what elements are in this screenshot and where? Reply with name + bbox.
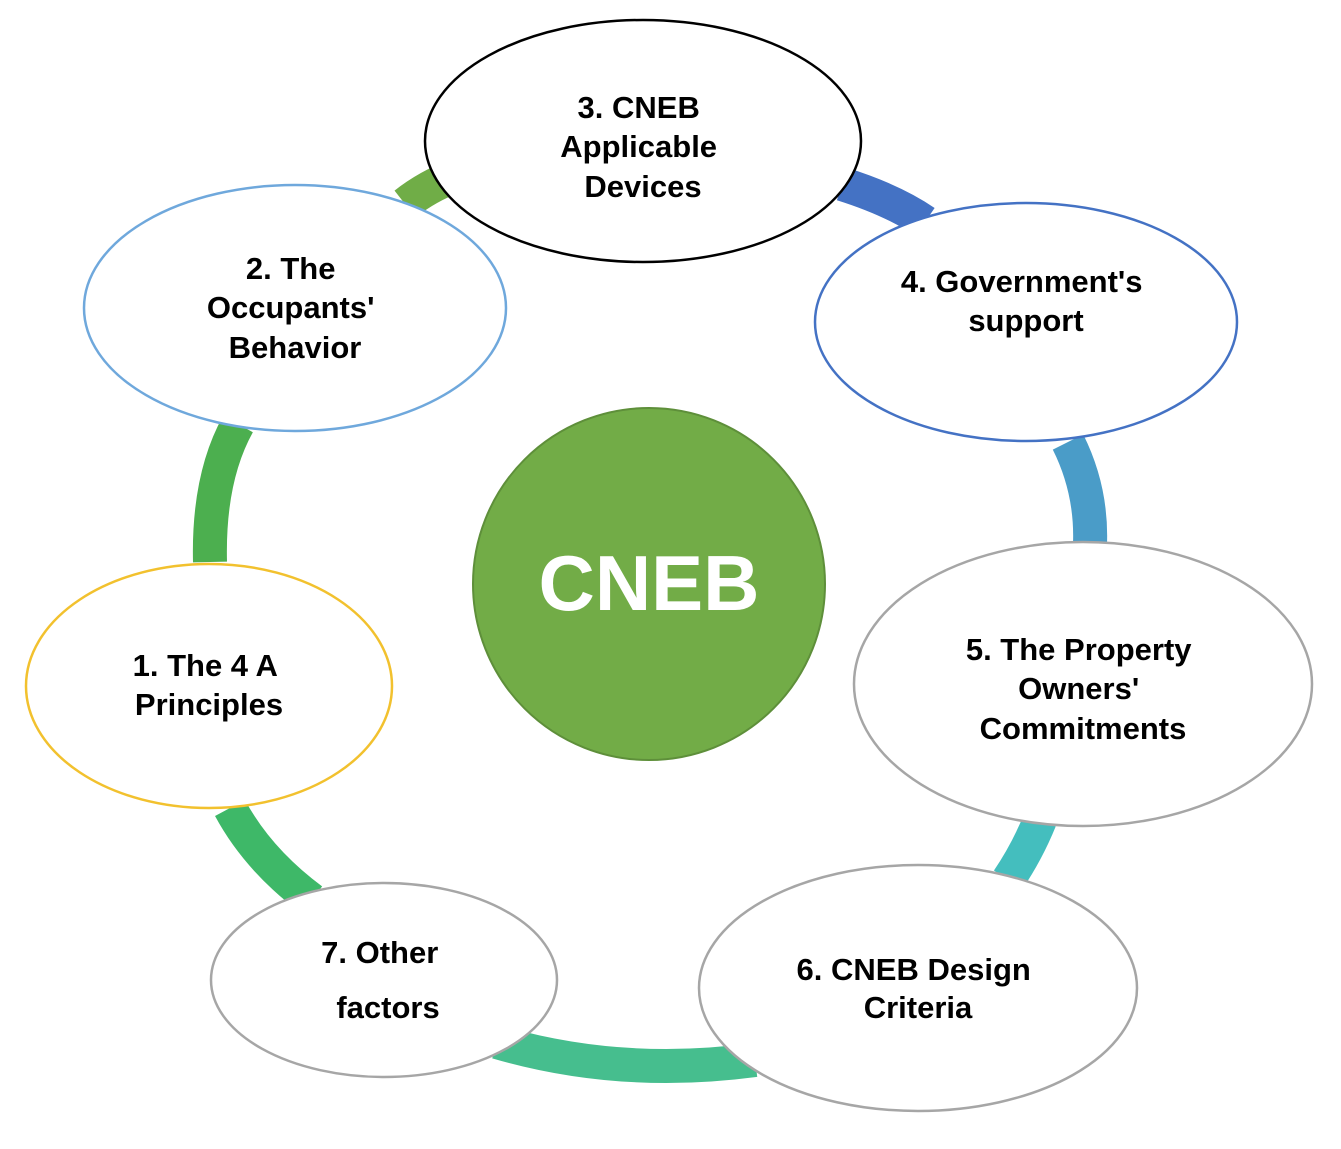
- node-applicable-devices-ellipse: [423, 18, 863, 264]
- node-design-criteria: 6. CNEB Design Criteria: [697, 863, 1139, 1113]
- node-government-support-ellipse: [813, 201, 1239, 443]
- node-property-owners: 5. The Property Owners' Commitments: [852, 540, 1314, 828]
- node-occupants-behavior-line-3: Behavior: [229, 330, 362, 365]
- node-occupants-behavior-line-1: 2. The: [246, 251, 336, 286]
- node-applicable-devices-line-1: 3. CNEB: [578, 90, 700, 125]
- ring-segment-right-lower: [993, 813, 1056, 890]
- node-occupants-behavior: 2. The Occupants' Behavior: [82, 183, 508, 433]
- node-property-owners-line-1: 5. The Property: [966, 632, 1192, 667]
- ring-segment-bottom: [492, 1025, 758, 1083]
- node-property-owners-line-3: Commitments: [980, 711, 1187, 746]
- node-applicable-devices: 3. CNEB Applicable Devices: [423, 18, 863, 264]
- center-circle: [472, 407, 826, 761]
- node-government-support-label: 4. Government's support: [901, 264, 1151, 338]
- center-node: CNEB: [472, 407, 826, 761]
- node-government-support-line-1: 4. Government's: [901, 264, 1143, 299]
- node-applicable-devices-line-2: Applicable: [560, 129, 717, 164]
- node-other-factors-ellipse: [209, 881, 559, 1079]
- ring-segment-left-lower: [215, 799, 323, 914]
- node-design-criteria-line-1: 6. CNEB Design: [797, 952, 1031, 987]
- ring-segment-left-upper: [192, 415, 254, 563]
- node-applicable-devices-label: 3. CNEB Applicable Devices: [560, 90, 725, 204]
- node-other-factors-label: 7. Other factors: [321, 935, 447, 1025]
- node-design-criteria-ellipse: [697, 863, 1139, 1113]
- center-label: CNEB: [538, 539, 759, 627]
- ring: [192, 160, 1108, 1083]
- node-principles-label: 1. The 4 A Principles: [133, 648, 286, 722]
- ring-segment-right-upper: [1052, 434, 1108, 545]
- node-design-criteria-label: 6. CNEB Design Criteria: [797, 952, 1040, 1025]
- node-property-owners-ellipse: [852, 540, 1314, 828]
- node-government-support: 4. Government's support: [813, 201, 1239, 443]
- node-principles: 1. The 4 A Principles: [24, 562, 394, 810]
- node-other-factors-line-1: 7. Other: [321, 935, 438, 970]
- node-principles-ellipse: [24, 562, 394, 810]
- node-other-factors-line-2: factors: [336, 990, 439, 1025]
- node-design-criteria-line-2: Criteria: [864, 990, 973, 1025]
- node-government-support-line-2: support: [968, 303, 1083, 338]
- node-applicable-devices-line-3: Devices: [584, 169, 701, 204]
- node-other-factors: 7. Other factors: [209, 881, 559, 1079]
- node-occupants-behavior-line-2: Occupants': [207, 290, 375, 325]
- node-occupants-behavior-label: 2. The Occupants' Behavior: [207, 251, 383, 365]
- node-principles-line-2: Principles: [135, 687, 283, 722]
- node-occupants-behavior-ellipse: [82, 183, 508, 433]
- node-property-owners-line-2: Owners': [1018, 671, 1139, 706]
- node-property-owners-label: 5. The Property Owners' Commitments: [966, 632, 1200, 746]
- ring-segment-top-right: [836, 167, 935, 237]
- node-principles-line-1: 1. The 4 A: [133, 648, 278, 683]
